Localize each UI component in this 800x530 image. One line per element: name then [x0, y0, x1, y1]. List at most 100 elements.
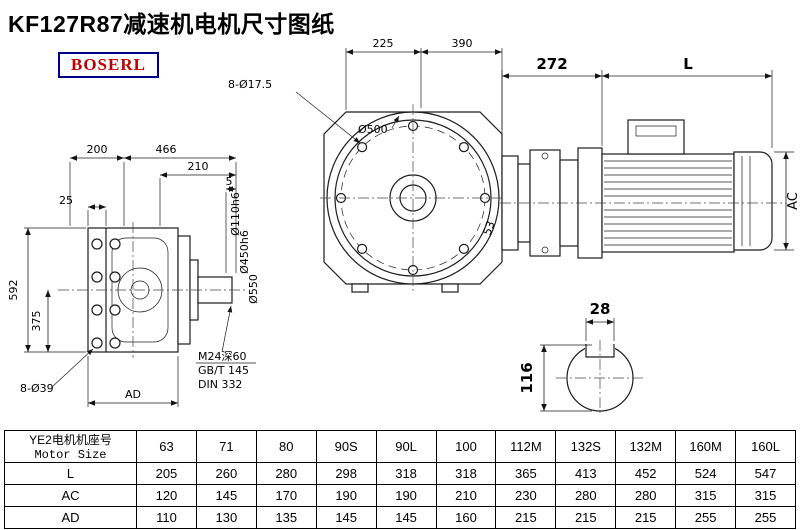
table-col-header: 63 — [136, 430, 197, 463]
dim-28: 28 — [590, 300, 611, 318]
row-label-AC: AC — [4, 484, 137, 507]
table-cell: 255 — [675, 506, 737, 529]
dim-375: 375 — [30, 311, 43, 332]
header-en: Motor Size — [34, 448, 107, 462]
table-row-AD: AD 110 130 135 145 145 160 215 215 215 2… — [4, 506, 796, 529]
mount-hole — [109, 304, 121, 316]
dim-390: 390 — [452, 37, 473, 50]
mount-hole — [91, 304, 103, 316]
table-cell: 215 — [615, 506, 677, 529]
table-cell: 318 — [375, 462, 437, 485]
header-cn: YE2电机机座号 — [29, 433, 112, 447]
dim-53: 53 — [481, 219, 498, 237]
dim-bolt-holes-front: 8-Ø17.5 — [228, 78, 272, 91]
table-cell: 365 — [495, 462, 557, 485]
table-cell: 145 — [195, 484, 257, 507]
table-cell: 547 — [735, 462, 796, 485]
housing-foot — [351, 283, 369, 293]
table-cell: 452 — [615, 462, 677, 485]
row-label-L: L — [4, 462, 137, 485]
dim-225: 225 — [373, 37, 394, 50]
table-cell: 280 — [555, 484, 617, 507]
table-cell: 230 — [495, 484, 557, 507]
table-col-header: 132M — [615, 430, 677, 463]
motor-view: 272 L AC — [500, 55, 800, 259]
mount-hole — [91, 238, 103, 250]
dim-25: 25 — [59, 194, 73, 207]
bolt-hole — [458, 142, 469, 153]
table-col-header: 160L — [735, 430, 796, 463]
bolt-hole — [357, 243, 368, 254]
table-col-header: 112M — [495, 430, 557, 463]
front-view: 225 390 8-Ø17.5 Ø500 53 — [228, 37, 506, 293]
dim-210: 210 — [188, 160, 209, 173]
dim-5: 5 — [226, 175, 233, 188]
mount-hole — [109, 271, 121, 283]
motor-size-table: YE2电机机座号 Motor Size 63 71 80 90S 90L 100… — [4, 430, 796, 529]
fan-cover — [733, 151, 773, 251]
table-cell: 318 — [435, 462, 497, 485]
table-cell: 315 — [735, 484, 796, 507]
dim-pilot-dia: Ø450h6 — [238, 230, 251, 274]
mount-hole — [91, 271, 103, 283]
shaft-section: 28 116 — [518, 300, 644, 416]
housing-foot — [441, 283, 459, 293]
technical-drawing: 225 390 8-Ø17.5 Ø500 53 — [7, 37, 800, 416]
table-cell: 145 — [375, 506, 437, 529]
note-m24: M24深60 — [198, 350, 247, 363]
dim-116: 116 — [518, 362, 536, 393]
table-cell: 190 — [315, 484, 377, 507]
bolt-hole — [357, 142, 368, 153]
dim-466: 466 — [156, 143, 177, 156]
table-cell: 170 — [255, 484, 317, 507]
table-cell: 120 — [136, 484, 197, 507]
table-col-header: 80 — [255, 430, 317, 463]
side-view: 200 466 210 5 25 592 375 8-Ø39 — [7, 143, 260, 407]
dim-L: L — [683, 55, 693, 73]
note-gbt145: GB/T 145 — [198, 364, 249, 377]
table-cell: 190 — [375, 484, 437, 507]
table-header-row: YE2电机机座号 Motor Size 63 71 80 90S 90L 100… — [4, 430, 796, 463]
table-cell: 205 — [136, 462, 197, 485]
table-cell: 255 — [735, 506, 796, 529]
table-row-L: L 205 260 280 298 318 318 365 413 452 52… — [4, 462, 796, 485]
table-col-header: 90L — [375, 430, 437, 463]
table-cell: 130 — [195, 506, 257, 529]
terminal-box — [627, 119, 685, 155]
motor-fins — [604, 160, 732, 246]
row-label-AD: AD — [4, 506, 137, 529]
dim-AC: AC — [786, 192, 800, 210]
table-cell: 524 — [675, 462, 737, 485]
table-cell: 260 — [195, 462, 257, 485]
mount-hole — [109, 337, 121, 349]
dim-200: 200 — [87, 143, 108, 156]
dim-272: 272 — [536, 55, 567, 73]
mount-hole — [109, 238, 121, 250]
table-col-header: 90S — [315, 430, 377, 463]
dim-592: 592 — [7, 280, 20, 301]
table-cell: 215 — [495, 506, 557, 529]
table-cell: 110 — [136, 506, 197, 529]
table-col-header: 71 — [195, 430, 257, 463]
note-din332: DIN 332 — [198, 378, 242, 391]
table-cell: 298 — [315, 462, 377, 485]
table-cell: 210 — [435, 484, 497, 507]
mount-hole — [91, 337, 103, 349]
table-cell: 280 — [615, 484, 677, 507]
dim-bolt-holes-side: 8-Ø39 — [20, 382, 54, 395]
bolt-hole — [458, 243, 469, 254]
table-cell: 413 — [555, 462, 617, 485]
table-cell: 215 — [555, 506, 617, 529]
table-cell: 135 — [255, 506, 317, 529]
page-title: KF127R87减速机电机尺寸图纸 — [8, 11, 335, 37]
dim-AD: AD — [125, 388, 141, 401]
table-header-motor-size: YE2电机机座号 Motor Size — [4, 430, 137, 463]
table-cell: 280 — [255, 462, 317, 485]
table-cell: 315 — [675, 484, 737, 507]
table-row-AC: AC 120 145 170 190 190 210 230 280 280 3… — [4, 484, 796, 507]
table-cell: 145 — [315, 506, 377, 529]
dim-flange-dia: Ø500 — [358, 123, 388, 136]
table-col-header: 132S — [555, 430, 617, 463]
boserl-logo: BOSERL — [58, 52, 159, 78]
